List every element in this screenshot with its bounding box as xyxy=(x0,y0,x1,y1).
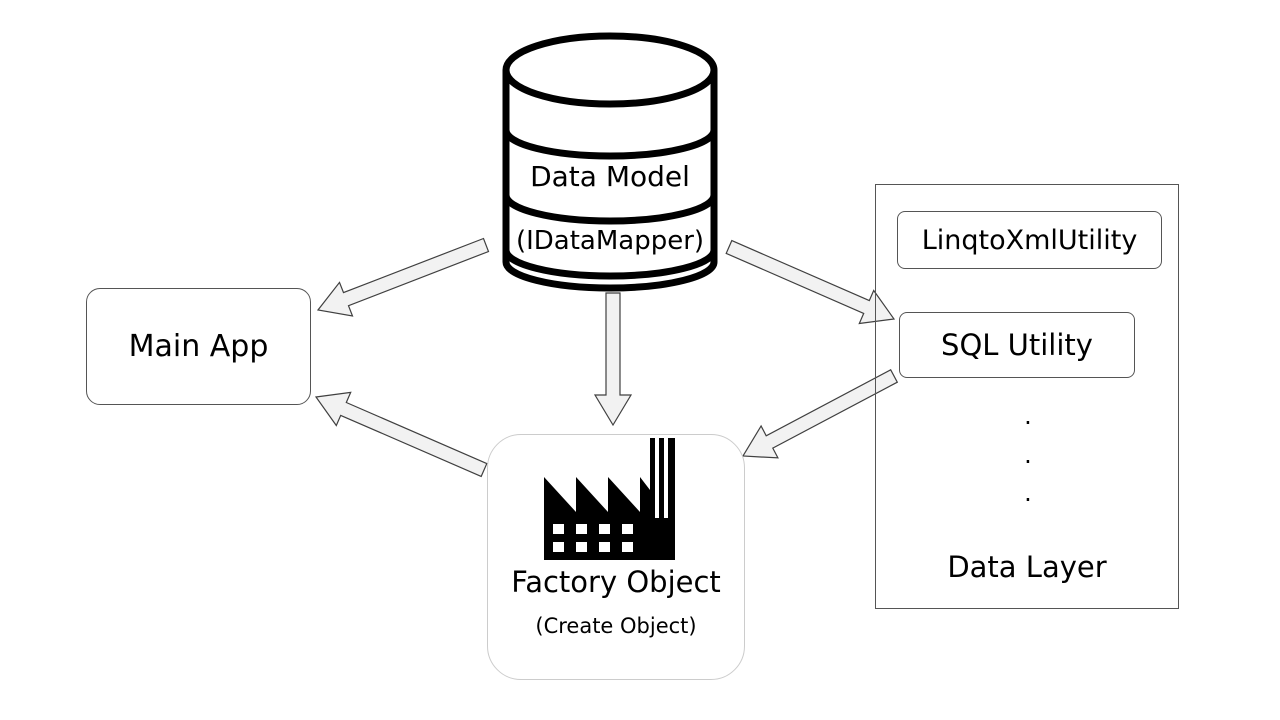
arrow-factory-to-mainapp xyxy=(314,391,488,478)
arrow-datamodel-to-mainapp xyxy=(316,237,490,317)
factory-object-sublabel: (Create Object) xyxy=(535,614,697,638)
ellipsis-dot: . xyxy=(1024,441,1032,469)
factory-object-node xyxy=(487,434,745,680)
sql-utility-label: SQL Utility xyxy=(941,328,1093,362)
ellipsis-dot: . xyxy=(1024,479,1032,507)
linqtoxml-utility-label: LinqtoXmlUtility xyxy=(921,224,1138,256)
main-app-label: Main App xyxy=(128,329,269,364)
factory-object-label: Factory Object xyxy=(511,565,721,599)
arrow-datamodel-to-factory xyxy=(593,292,633,427)
linqtoxml-utility-node: LinqtoXmlUtility xyxy=(897,211,1162,269)
data-layer-container xyxy=(875,184,1179,609)
factory-icon xyxy=(544,438,675,560)
main-app-node: Main App xyxy=(86,288,311,405)
data-layer-label: Data Layer xyxy=(947,550,1107,584)
arrow-sqlutility-to-factory xyxy=(741,368,899,459)
data-model-title: Data Model xyxy=(530,160,690,193)
data-model-subtitle: (IDataMapper) xyxy=(515,226,705,256)
arrow-datamodel-to-sqlutility xyxy=(725,239,896,325)
database-cylinder-icon xyxy=(502,32,718,292)
sql-utility-node: SQL Utility xyxy=(899,312,1135,378)
ellipsis-dot: . xyxy=(1024,402,1032,430)
